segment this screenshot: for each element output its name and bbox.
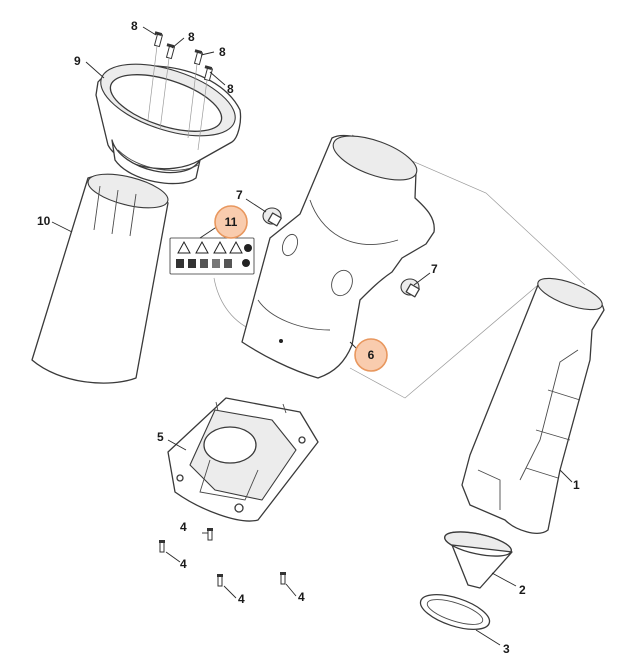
part-1-chute[interactable] bbox=[461, 272, 606, 534]
callout-9: 9 bbox=[74, 54, 81, 68]
callout-4d: 4 bbox=[298, 590, 305, 604]
knob-7a[interactable] bbox=[262, 207, 282, 227]
callout-8c: 8 bbox=[219, 45, 226, 59]
callout-1: 1 bbox=[573, 478, 580, 492]
callout-4c: 4 bbox=[238, 592, 245, 606]
part-6-housing[interactable] bbox=[241, 127, 435, 379]
screw-8d[interactable] bbox=[203, 65, 214, 82]
callout-2: 2 bbox=[519, 583, 526, 597]
screw-4a[interactable] bbox=[207, 528, 213, 541]
part-10-tube[interactable] bbox=[31, 167, 171, 384]
part-5-base-frame[interactable] bbox=[167, 397, 319, 522]
highlighted-callout-11[interactable]: 11 bbox=[214, 205, 248, 239]
callout-8d: 8 bbox=[227, 82, 234, 96]
callout-10: 10 bbox=[37, 214, 51, 228]
callout-8a: 8 bbox=[131, 19, 138, 33]
screw-4d[interactable] bbox=[280, 572, 286, 585]
screw-8a[interactable] bbox=[153, 31, 164, 48]
part-11-warning-decal[interactable] bbox=[169, 237, 255, 275]
screw-4b[interactable] bbox=[159, 540, 165, 553]
screw-8b[interactable] bbox=[165, 43, 176, 60]
part-3-ring[interactable] bbox=[416, 588, 493, 637]
callout-11: 11 bbox=[225, 215, 238, 229]
callout-7a: 7 bbox=[236, 188, 243, 202]
highlight-ring-6 bbox=[354, 338, 388, 372]
callout-4a: 4 bbox=[180, 520, 187, 534]
screw-8c[interactable] bbox=[193, 49, 204, 66]
callout-7b: 7 bbox=[431, 262, 438, 276]
screw-guides bbox=[147, 45, 208, 151]
callout-3: 3 bbox=[503, 642, 510, 656]
highlight-circle-11 bbox=[215, 206, 247, 238]
highlighted-callout-6[interactable]: 6 bbox=[354, 338, 388, 372]
callout-labels: 8 8 8 8 9 10 7 7 5 1 2 3 4 4 4 4 bbox=[37, 19, 580, 656]
highlight-ring-11 bbox=[214, 205, 248, 239]
callout-8b: 8 bbox=[188, 30, 195, 44]
screw-4c[interactable] bbox=[217, 574, 223, 587]
part-2-nozzle[interactable] bbox=[443, 527, 514, 589]
highlight-circle-6 bbox=[355, 339, 387, 371]
callout-6: 6 bbox=[368, 348, 375, 362]
callout-4b: 4 bbox=[180, 557, 187, 571]
part-9-funnel[interactable] bbox=[92, 50, 244, 185]
callout-5: 5 bbox=[157, 430, 164, 444]
knob-7b[interactable] bbox=[400, 278, 420, 298]
